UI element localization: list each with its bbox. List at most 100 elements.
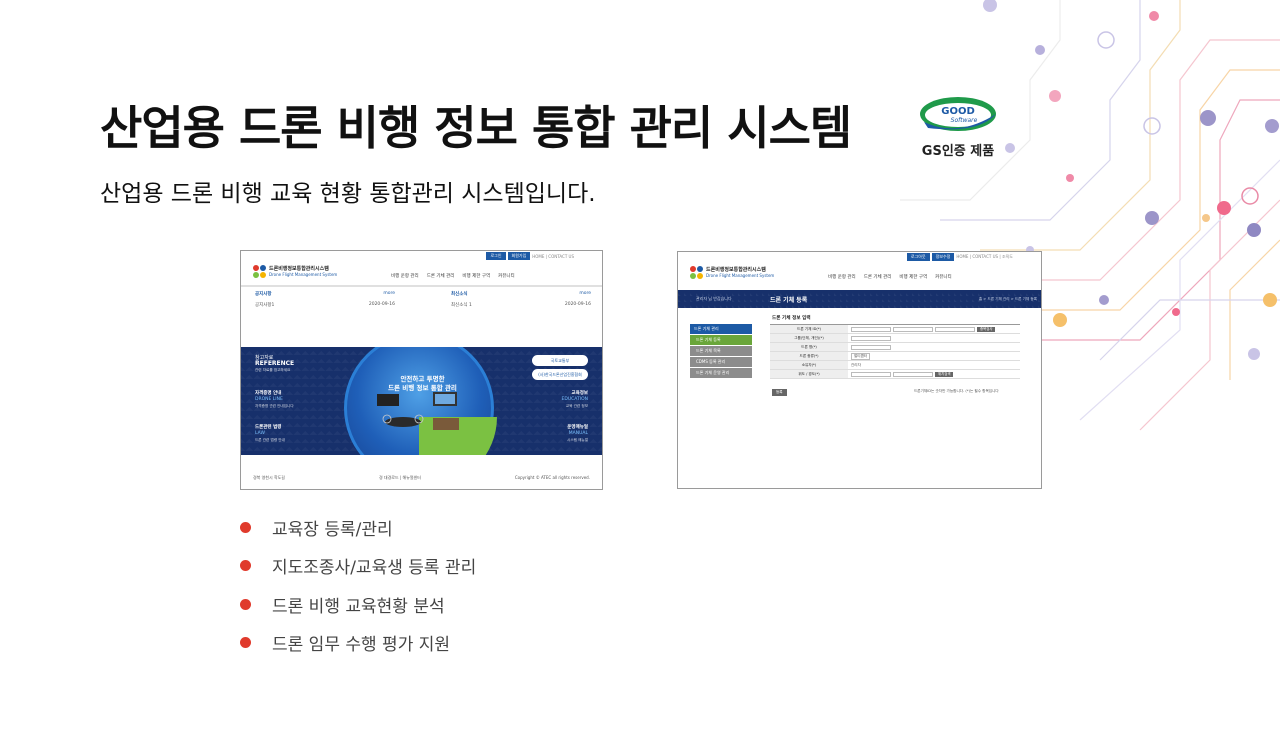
nav-drone[interactable]: 드론 기체 관리 <box>863 275 892 280</box>
news-item: 최신소식 1 <box>451 303 472 308</box>
logout-button[interactable]: 로그아웃 <box>906 253 930 261</box>
nav-restricted[interactable]: 비행 제한 구역 <box>899 275 928 280</box>
sub-banner: 관리자 님 반갑습니다 드론 기체 등록 홈 > 드론 기체 관리 > 드론 기… <box>678 290 1041 308</box>
side-menu-item-list[interactable]: 드론 기체 목록 <box>690 346 752 356</box>
news-label: 최신소식 <box>451 292 468 297</box>
welcome-user: 관리자 님 반갑습니다 <box>696 296 732 301</box>
form-note: 드론기체ID는 숫자만 가능합니다. (*)는 필수 항목입니다 <box>914 389 999 393</box>
good-software-logo-icon: GOOD Software <box>920 97 996 131</box>
drone-type-select[interactable]: 멀티콥터 <box>851 352 871 360</box>
location-search-button[interactable]: 위치검색 <box>935 371 954 377</box>
news-box: 최신소식 more 최신소식 1 2020-09-16 <box>451 291 591 308</box>
top-links[interactable]: HOME | CONTACT US | 조직도 <box>956 254 1013 259</box>
breadcrumb: 홈 > 드론 기체 관리 > 드론 기체 등록 <box>978 297 1037 301</box>
register-button[interactable]: 등록 <box>772 389 787 396</box>
nav-flight[interactable]: 비행 운항 관리 <box>391 274 419 279</box>
drone-form: 드론 기체 ID(*) 중복검사 그룹(단체, 개인)(*) 드론 명(*) 드… <box>770 324 1020 379</box>
list-item: 지도조종사/교육생 등록 관리 <box>240 547 476 586</box>
side-menu-item-cdms[interactable]: CDMS 등록 관리 <box>690 357 752 367</box>
gs-certification-badge: GOOD Software GS인증 제품 <box>912 94 1004 160</box>
logo-title: 드론비행정보통합관리시스템 <box>706 267 766 273</box>
form-row: 드론 명(*) <box>770 343 1020 352</box>
hero-link-license[interactable]: 자격증명 안내 DRONE LINE 자격증명 관련 안내입니다 <box>255 391 294 408</box>
form-title: 드론 기체 정보 입력 <box>772 316 811 321</box>
page-title: 산업용 드론 비행 정보 통합 관리 시스템 <box>100 101 852 155</box>
list-item: 드론 비행 교육현황 분석 <box>240 585 476 624</box>
latitude-input[interactable] <box>851 371 891 377</box>
footer-copyright: Copyright © ATEC all rights reserved. <box>514 475 590 480</box>
logo-subtitle: Drone Flight Management System <box>706 273 775 278</box>
notice-item: 공지사항1 <box>255 303 275 308</box>
feature-list: 교육장 등록/관리 지도조종사/교육생 등록 관리 드론 비행 교육현황 분석 … <box>240 508 476 662</box>
logo-title: 드론비행정보통합관리시스템 <box>269 266 329 272</box>
circuit-decoration <box>900 0 1280 431</box>
form-row: 위도 / 경도(*) 위치검색 <box>770 370 1020 379</box>
nav-community[interactable]: 커뮤니티 <box>935 275 952 280</box>
side-menu-item-register[interactable]: 드론 기체 등록 <box>690 335 752 345</box>
notice-label: 공지사항 <box>255 292 272 297</box>
hero-banner: 안전하고 투명한 드론 비행 정보 통합 관리 참고자료 REFERENCE 관… <box>241 347 602 455</box>
news-more-link[interactable]: more <box>579 291 591 296</box>
molit-link[interactable]: 국토교통부 <box>532 355 588 366</box>
hero-link-law[interactable]: 드론관련 법령 LAW 드론 관련 법령 안내 <box>255 425 285 442</box>
footer-middle: 경 대경로드 | 해뉴얼센터 <box>378 475 421 480</box>
top-links[interactable]: HOME | CONTACT US <box>532 253 574 259</box>
list-item: 드론 임무 수행 평가 지원 <box>240 624 476 663</box>
nav-divider <box>241 285 602 287</box>
hero-link-manual[interactable]: 운영매뉴얼 MANUAL 시스템 매뉴얼 <box>567 425 588 442</box>
form-row: 드론 종류(*) 멀티콥터 <box>770 352 1020 361</box>
logo-dots-icon <box>690 266 703 279</box>
drone-name-input[interactable] <box>851 344 891 350</box>
longitude-input[interactable] <box>893 371 933 377</box>
news-date: 2020-09-16 <box>564 302 591 307</box>
logo-dots-icon <box>253 265 266 278</box>
top-bar: 로그아웃 정보수정 HOME | CONTACT US | 조직도 <box>906 252 1041 262</box>
notice-row[interactable]: 공지사항1 2020-09-16 <box>255 302 395 308</box>
nav-community[interactable]: 커뮤니티 <box>498 274 515 279</box>
reference-block[interactable]: 참고자료 REFERENCE 관련 자료를 참고하세요 <box>255 355 295 372</box>
notice-more-link[interactable]: more <box>383 291 395 296</box>
form-row: 소유자(*) 관리자 <box>770 361 1020 370</box>
association-link[interactable]: (사)한국드론산업진흥협회 <box>532 369 588 380</box>
footer-address: 경북 영천시 학도길 <box>253 475 285 480</box>
form-row: 그룹(단체, 개인)(*) <box>770 334 1020 343</box>
side-menu: 드론 기체 관리 드론 기체 등록 드론 기체 목록 CDMS 등록 관리 드론… <box>690 324 752 379</box>
notice-box: 공지사항 more 공지사항1 2020-09-16 <box>255 291 395 308</box>
bullet-icon <box>240 521 251 533</box>
main-nav: 비행 운항 관리 드론 기체 관리 비행 제한 구역 커뮤니티 <box>391 273 515 279</box>
drone-registration-screenshot: 로그아웃 정보수정 HOME | CONTACT US | 조직도 드론비행정보… <box>677 251 1042 489</box>
logo-sub: Software <box>951 117 978 124</box>
bullet-icon <box>240 560 251 572</box>
site-footer: 경북 영천시 학도길 경 대경로드 | 해뉴얼센터 Copyright © AT… <box>253 475 590 481</box>
nav-drone[interactable]: 드론 기체 관리 <box>426 274 455 279</box>
side-menu-item-operation[interactable]: 드론 기체 운영 관리 <box>690 368 752 378</box>
form-row: 드론 기체 ID(*) 중복검사 <box>770 325 1020 334</box>
side-menu-head[interactable]: 드론 기체 관리 <box>690 324 752 334</box>
top-bar: 로그인 회원가입 HOME | CONTACT US <box>486 251 602 261</box>
group-input[interactable] <box>851 335 891 341</box>
duplicate-check-button[interactable]: 중복검사 <box>977 326 996 332</box>
main-nav: 비행 운항 관리 드론 기체 관리 비행 제한 구역 커뮤니티 <box>828 274 952 280</box>
sub-banner-title: 드론 기체 등록 <box>770 297 808 304</box>
page-subtitle: 산업용 드론 비행 교육 현황 통합관리 시스템입니다. <box>100 181 596 207</box>
notice-date: 2020-09-16 <box>368 302 395 307</box>
drone-id-input[interactable] <box>851 326 891 332</box>
hero-slogan: 안전하고 투명한 드론 비행 정보 통합 관리 <box>388 375 457 392</box>
gs-badge-label: GS인증 제품 <box>921 144 995 159</box>
nav-flight[interactable]: 비행 운항 관리 <box>828 275 856 280</box>
logo-subtitle: Drone Flight Management System <box>269 272 338 277</box>
hero-link-education[interactable]: 교육정보 EDUCATION 교육 관련 정보 <box>561 391 588 408</box>
list-item: 교육장 등록/관리 <box>240 508 476 547</box>
site-logo[interactable]: 드론비행정보통합관리시스템 Drone Flight Management Sy… <box>253 265 337 278</box>
drone-devices-image <box>377 392 459 430</box>
logo-word: GOOD <box>941 106 975 117</box>
bullet-icon <box>240 598 251 610</box>
signup-button[interactable]: 회원가입 <box>507 252 531 260</box>
main-page-screenshot: 로그인 회원가입 HOME | CONTACT US 드론비행정보통합관리시스템… <box>240 250 603 490</box>
edit-info-button[interactable]: 정보수정 <box>931 253 955 261</box>
owner-value: 관리자 <box>851 362 861 367</box>
news-row[interactable]: 최신소식 1 2020-09-16 <box>451 302 591 308</box>
site-logo[interactable]: 드론비행정보통합관리시스템 Drone Flight Management Sy… <box>690 266 774 279</box>
nav-restricted[interactable]: 비행 제한 구역 <box>462 274 491 279</box>
login-button[interactable]: 로그인 <box>486 252 506 260</box>
